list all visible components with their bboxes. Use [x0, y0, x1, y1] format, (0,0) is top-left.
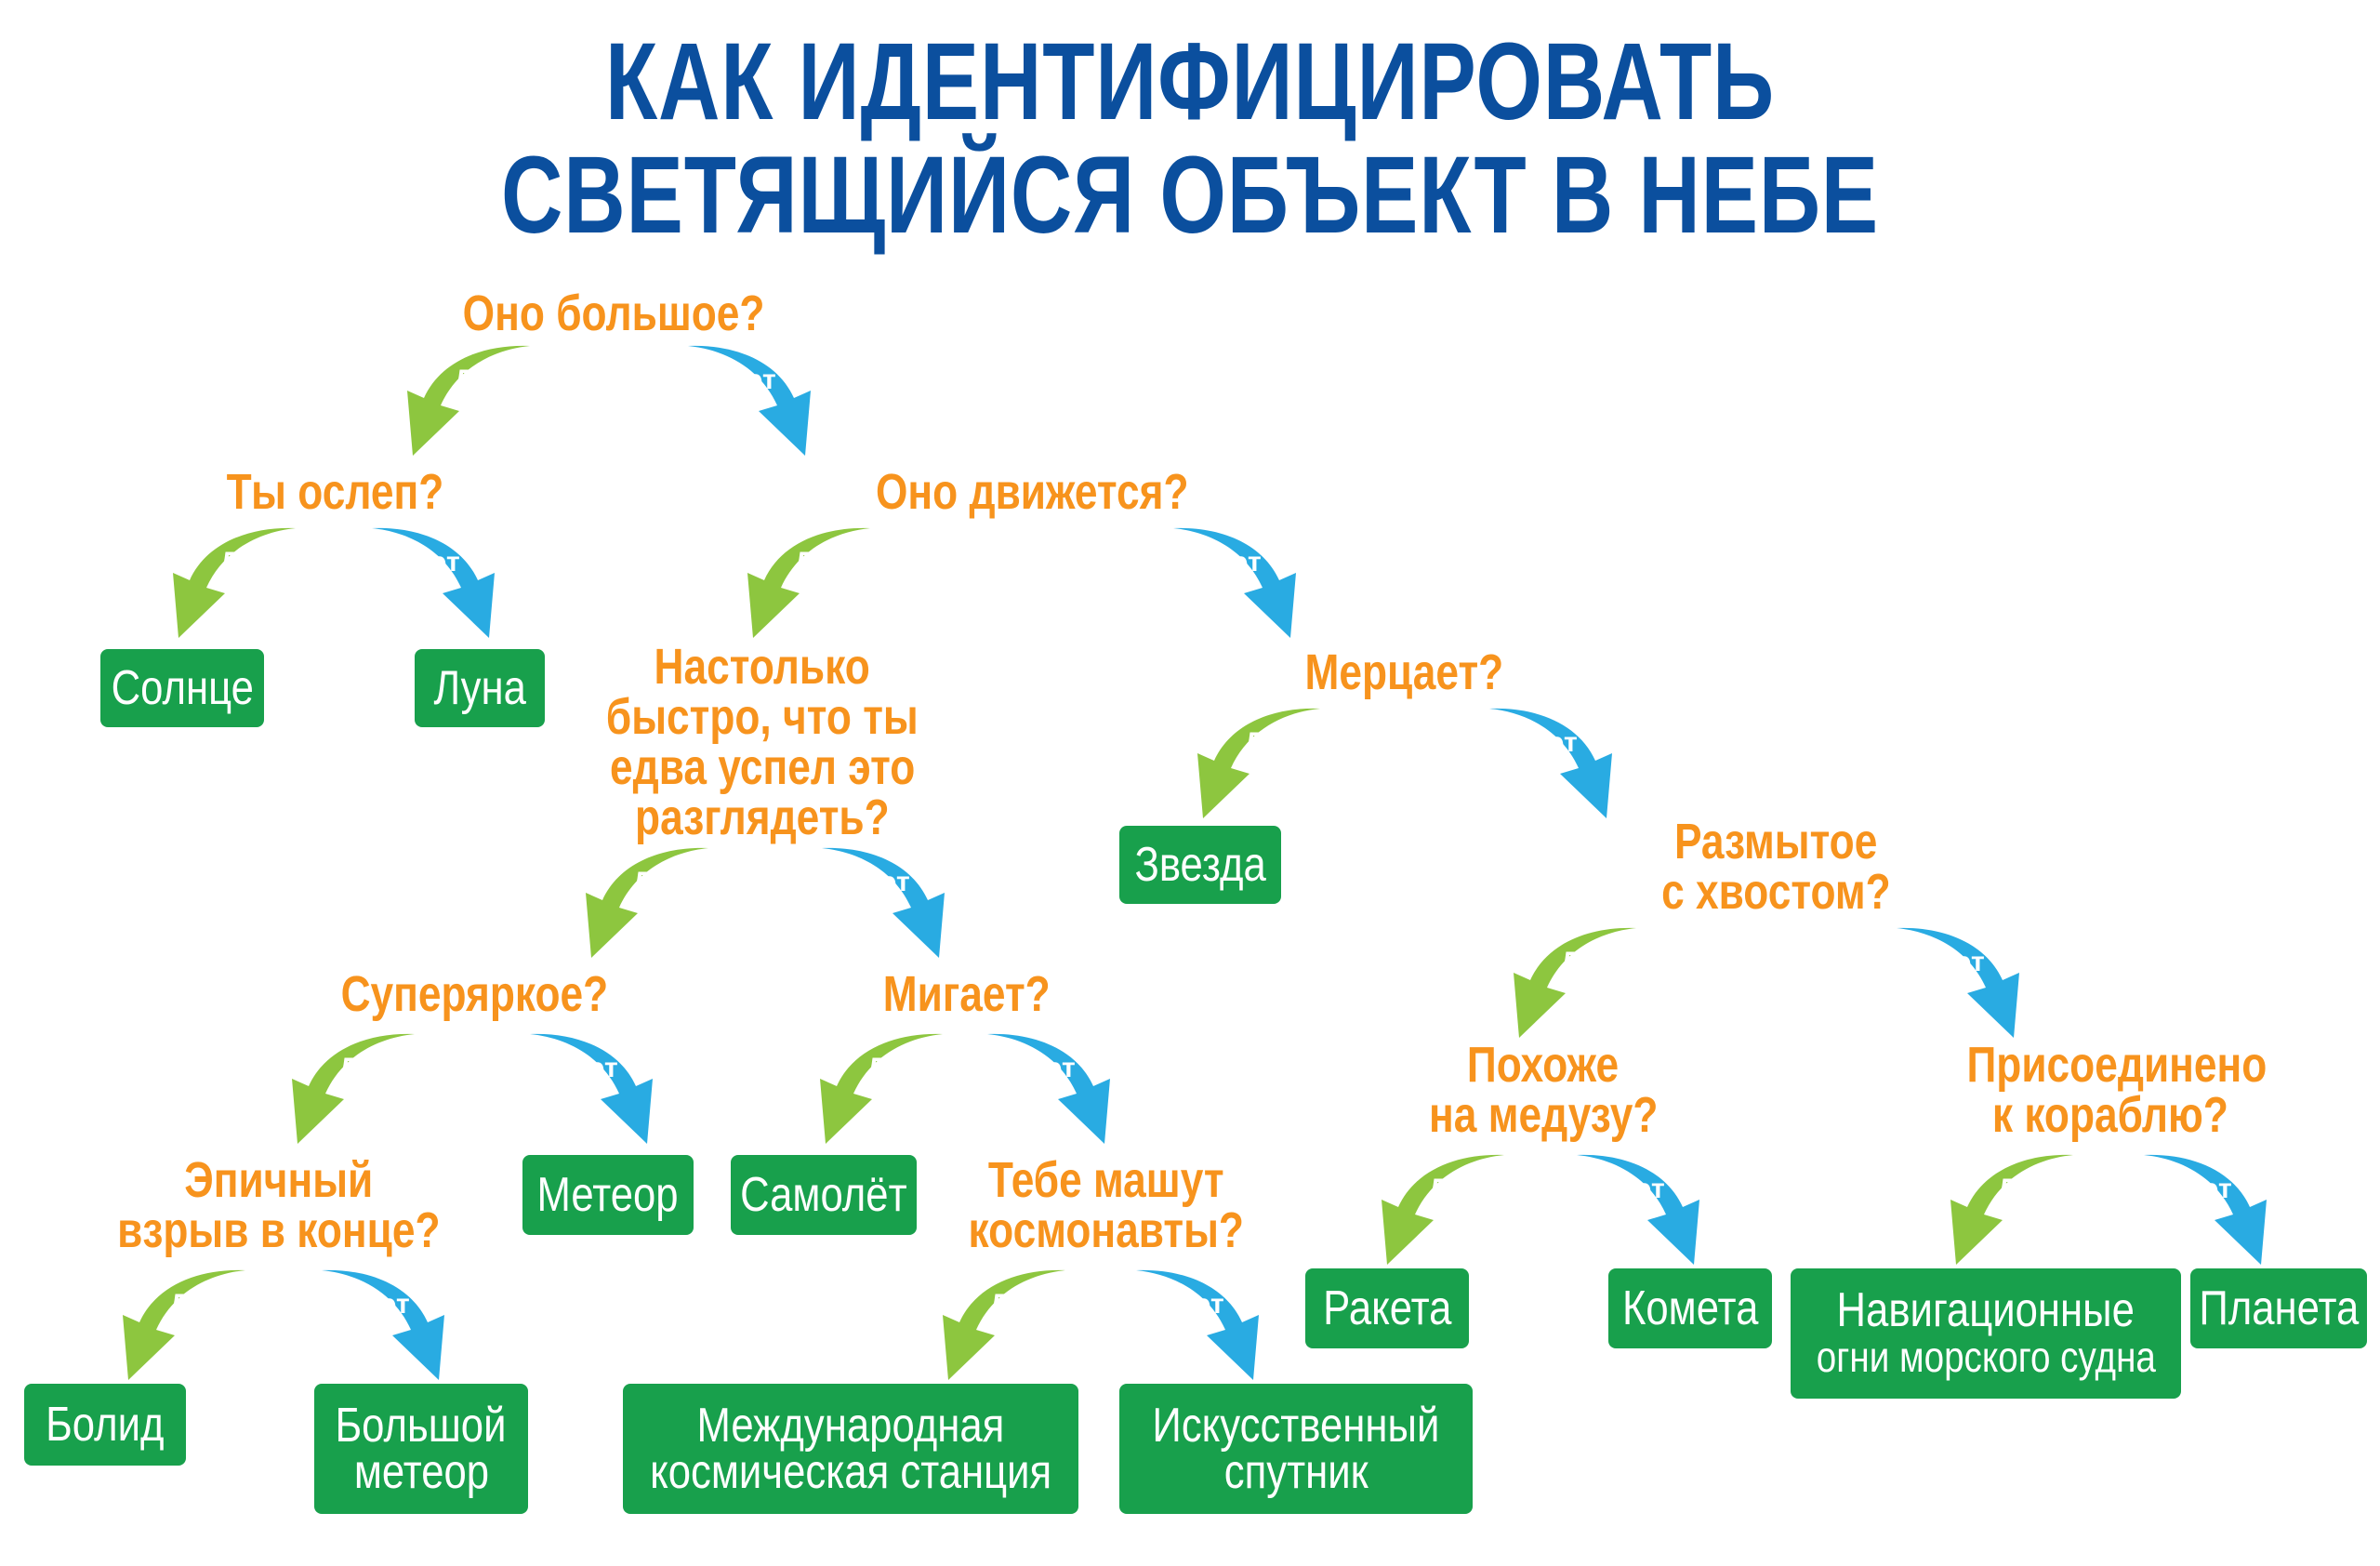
yes-arrow: Да [578, 843, 718, 963]
yes-arrow: Да [740, 523, 879, 644]
question-astronauts: Тебе машут космонавты? [968, 1152, 1245, 1258]
question-superbright: Суперяркое? [340, 966, 608, 1022]
question-fast: Настолько быстро, что ты едва успел это … [606, 639, 919, 845]
no-arrow: Нет [521, 1029, 660, 1149]
answer-rocket: Ракета [1305, 1268, 1469, 1348]
yes-arrow-shape [747, 527, 870, 638]
question-is-big: Оно большое? [462, 285, 765, 341]
yes-arrow: Да [115, 1265, 255, 1386]
no-label: Нет [861, 867, 910, 897]
yes-arrow-shape [1950, 1154, 2073, 1265]
question-jellyfish: Похоже на медузу? [1428, 1037, 1659, 1143]
yes-label: Да [1428, 1174, 1464, 1204]
no-label: Нет [1528, 727, 1578, 758]
no-arrow: Нет [1567, 1149, 1707, 1270]
no-arrow: Нет [1480, 703, 1620, 824]
yes-label: Да [169, 1289, 205, 1320]
yes-label: Да [989, 1289, 1025, 1320]
yes-arrow-shape [1514, 927, 1636, 1038]
no-label: Нет [411, 547, 460, 577]
yes-arrow: Да [400, 340, 539, 461]
yes-label: Да [1997, 1174, 2033, 1204]
no-arrow: Нет [679, 340, 818, 461]
question-blink: Мигает? [883, 966, 1051, 1022]
yes-label: Да [1560, 947, 1596, 977]
no-arrow: Нет [1887, 922, 2027, 1043]
yes-arrow-shape [407, 345, 530, 456]
yes-label: Да [1244, 727, 1280, 758]
no-label: Нет [1212, 547, 1262, 577]
no-arrow: Нет [813, 843, 952, 963]
answer-meteor: Метеор [522, 1155, 694, 1235]
yes-arrow: Да [165, 523, 305, 644]
no-arrow-shape [688, 345, 811, 456]
no-label: Нет [1175, 1289, 1224, 1320]
yes-arrow: Да [935, 1265, 1075, 1386]
yes-arrow: Да [1190, 703, 1329, 824]
yes-arrow: Да [1506, 922, 1646, 1043]
answer-fireball: Болид [24, 1384, 186, 1466]
no-arrow-shape [1897, 927, 2019, 1038]
no-arrow: Нет [1164, 523, 1303, 644]
no-label: Нет [1616, 1174, 1665, 1204]
no-label: Нет [2183, 1174, 2232, 1204]
answer-star: Звезда [1119, 826, 1281, 904]
no-arrow: Нет [978, 1029, 1117, 1149]
no-arrow-shape [1577, 1154, 1699, 1265]
answer-sun: Солнце [100, 649, 264, 727]
yes-arrow-shape [1382, 1154, 1504, 1265]
yes-arrow-shape [1197, 708, 1320, 818]
no-arrow-shape [1173, 527, 1296, 638]
question-blurry: Размытое с хвостом? [1660, 814, 1891, 920]
no-label: Нет [361, 1289, 410, 1320]
yes-label: Да [338, 1053, 375, 1083]
no-arrow-shape [1136, 1269, 1259, 1380]
question-moving: Оно движется? [875, 464, 1189, 520]
no-arrow-shape [822, 847, 945, 958]
no-arrow-shape [372, 527, 495, 638]
question-blind: Ты ослеп? [226, 464, 443, 520]
no-arrow: Нет [312, 1265, 452, 1386]
yes-arrow: Да [1374, 1149, 1514, 1270]
yes-label: Да [632, 867, 668, 897]
yes-arrow-shape [123, 1269, 245, 1380]
answer-planet: Планета [2190, 1268, 2367, 1348]
no-label: Нет [569, 1053, 618, 1083]
title-line-1: КАК ИДЕНТИФИЦИРОВАТЬ [605, 20, 1775, 143]
yes-arrow: Да [284, 1029, 424, 1149]
question-epic-explosion: Эпичный взрыв в конце? [117, 1152, 441, 1258]
no-arrow-shape [322, 1269, 444, 1380]
yes-arrow-shape [586, 847, 708, 958]
question-ship: Присоединено к кораблю? [1966, 1037, 2268, 1143]
yes-arrow-shape [943, 1269, 1065, 1380]
yes-arrow-shape [820, 1033, 943, 1144]
yes-arrow: Да [1943, 1149, 2082, 1270]
yes-arrow-shape [292, 1033, 415, 1144]
answer-plane: Самолёт [731, 1155, 917, 1235]
question-twinkle: Мерцает? [1304, 644, 1503, 700]
yes-label: Да [219, 547, 256, 577]
answer-moon: Луна [415, 649, 545, 727]
answer-comet: Комета [1608, 1268, 1772, 1348]
no-label: Нет [727, 365, 776, 395]
title-line-2: СВЕТЯЩИЙСЯ ОБЪЕКТ В НЕБЕ [501, 134, 1879, 257]
yes-label: Да [454, 365, 490, 395]
yes-arrow-shape [173, 527, 296, 638]
no-arrow: Нет [363, 523, 502, 644]
no-arrow: Нет [2135, 1149, 2274, 1270]
no-arrow-shape [1489, 708, 1612, 818]
no-arrow-shape [987, 1033, 1110, 1144]
yes-label: Да [866, 1053, 903, 1083]
no-arrow-shape [530, 1033, 653, 1144]
no-label: Нет [1026, 1053, 1076, 1083]
yes-arrow: Да [813, 1029, 952, 1149]
no-label: Нет [1936, 947, 1985, 977]
no-arrow-shape [2144, 1154, 2267, 1265]
yes-label: Да [794, 547, 830, 577]
no-arrow: Нет [1127, 1265, 1266, 1386]
